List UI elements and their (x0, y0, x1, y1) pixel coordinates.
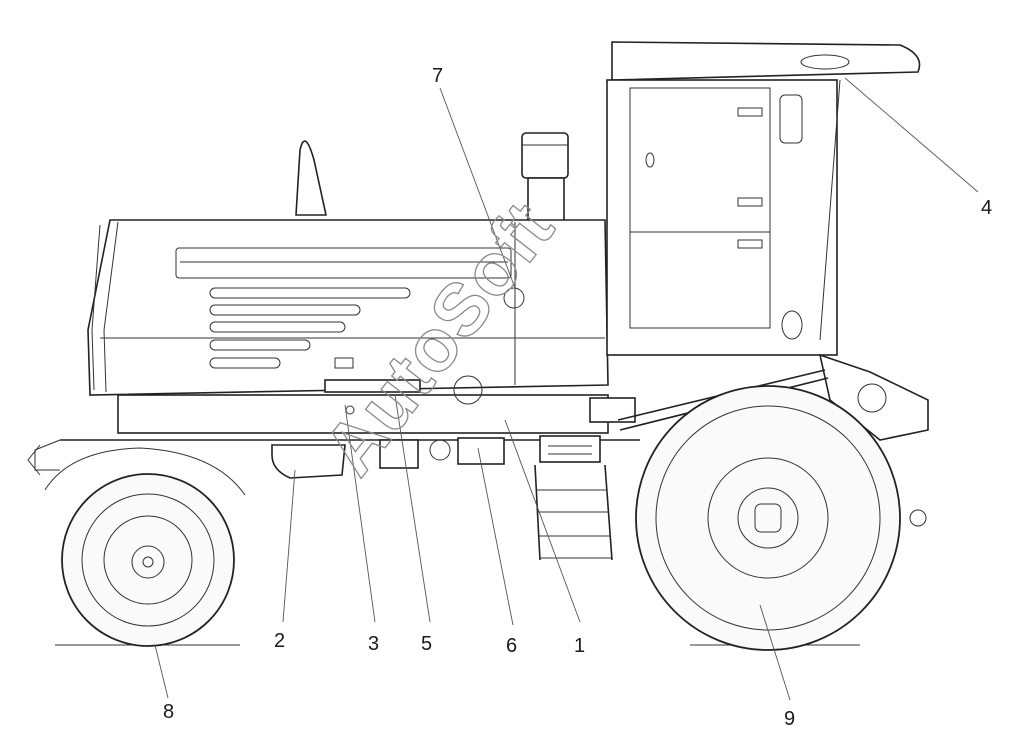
callout-numbers: 1 2 3 4 5 6 7 8 9 (163, 65, 992, 730)
callout-2: 2 (274, 630, 285, 652)
callout-6: 6 (506, 635, 517, 657)
callout-7: 7 (432, 65, 443, 87)
callout-8: 8 (163, 701, 174, 723)
operator-cab (606, 41, 921, 356)
callout-3: 3 (368, 633, 379, 655)
callout-5: 5 (421, 633, 432, 655)
drive-mechanisms (324, 375, 601, 469)
air-intake (521, 132, 569, 224)
rear-wheel (635, 385, 901, 651)
leader-lines (154, 77, 979, 701)
entry-ladder (534, 464, 613, 561)
callout-4: 4 (981, 197, 992, 219)
callout-1: 1 (574, 635, 585, 657)
front-wheel (44, 447, 246, 647)
callout-9: 9 (784, 708, 795, 730)
fuel-tank (271, 444, 346, 479)
exhaust-pipe (295, 140, 327, 216)
